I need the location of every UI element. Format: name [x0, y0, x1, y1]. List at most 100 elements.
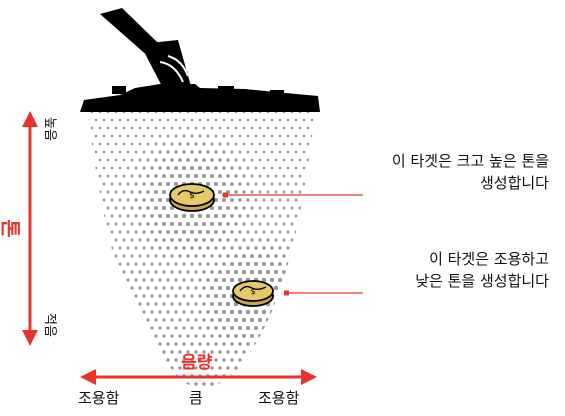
halftone-dot	[242, 382, 246, 386]
halftone-dot	[214, 150, 218, 154]
halftone-dot	[214, 262, 218, 266]
halftone-dot	[294, 134, 298, 138]
halftone-dot	[266, 366, 270, 370]
halftone-dot	[154, 174, 158, 178]
halftone-dot	[209, 173, 215, 179]
halftone-dot	[138, 270, 142, 274]
halftone-dot	[298, 270, 302, 274]
halftone-dot	[98, 112, 102, 114]
halftone-dot	[146, 302, 150, 306]
halftone-dot	[98, 238, 102, 242]
halftone-dot	[90, 190, 94, 194]
halftone-dot	[226, 334, 230, 338]
halftone-dot	[166, 326, 170, 330]
halftone-dot	[250, 222, 254, 226]
halftone-dot	[234, 158, 238, 162]
halftone-dot	[237, 261, 243, 267]
halftone-dot	[178, 382, 182, 386]
halftone-dot	[118, 230, 122, 234]
halftone-dot	[158, 310, 162, 314]
halftone-dot	[230, 214, 234, 218]
halftone-dot	[142, 182, 146, 186]
halftone-dot	[182, 294, 186, 298]
halftone-dot	[106, 174, 110, 178]
halftone-dot	[246, 390, 250, 394]
halftone-dot	[146, 238, 150, 242]
halftone-dot	[134, 166, 138, 170]
halftone-dot	[110, 246, 114, 250]
halftone-dot	[281, 301, 287, 307]
halftone-dot	[146, 142, 150, 146]
halftone-dot	[90, 286, 94, 290]
halftone-dot	[158, 166, 162, 170]
halftone-dot	[138, 254, 142, 258]
halftone-dot	[314, 334, 315, 338]
halftone-dot	[150, 246, 154, 250]
halftone-dot	[282, 190, 286, 194]
halftone-dot	[146, 318, 150, 322]
halftone-dot	[298, 222, 302, 226]
halftone-dot	[250, 382, 254, 386]
halftone-dot	[190, 342, 194, 346]
halftone-dot	[146, 366, 150, 370]
halftone-dot	[154, 142, 158, 146]
halftone-dot	[158, 326, 162, 330]
halftone-dot	[150, 150, 154, 154]
halftone-dot	[88, 278, 90, 282]
halftone-dot	[258, 158, 262, 162]
halftone-dot	[202, 302, 206, 306]
halftone-dot	[234, 190, 238, 194]
halftone-dot	[170, 334, 174, 338]
halftone-dot	[234, 238, 238, 242]
halftone-dot	[182, 118, 186, 122]
halftone-dot	[94, 278, 98, 282]
halftone-dot	[202, 158, 206, 162]
halftone-dot	[158, 358, 162, 362]
halftone-dot	[186, 142, 190, 146]
halftone-dot	[214, 118, 218, 122]
halftone-dot	[310, 278, 314, 282]
halftone-dot	[319, 231, 322, 234]
halftone-dot	[282, 350, 286, 354]
halftone-dot	[273, 269, 279, 275]
halftone-dot	[186, 334, 190, 338]
halftone-dot	[290, 190, 294, 194]
halftone-dot	[218, 158, 222, 162]
halftone-dot	[166, 278, 170, 282]
halftone-dot	[178, 238, 182, 242]
halftone-dot	[262, 182, 266, 186]
halftone-dot	[206, 342, 210, 346]
halftone-dot	[238, 390, 242, 394]
halftone-dot	[166, 166, 170, 170]
halftone-dot	[114, 158, 118, 162]
halftone-dot	[142, 230, 146, 234]
halftone-dot	[98, 286, 102, 290]
halftone-dot	[302, 166, 306, 170]
halftone-dot	[266, 222, 270, 226]
halftone-dot	[146, 382, 150, 386]
halftone-dot	[122, 302, 126, 306]
halftone-dot	[306, 112, 310, 114]
halftone-dot	[269, 277, 275, 283]
volume-right-label: 조용함	[258, 389, 300, 407]
halftone-dot	[166, 134, 170, 138]
halftone-dot	[162, 112, 166, 114]
halftone-dot	[221, 293, 227, 299]
halftone-dot	[110, 150, 114, 154]
halftone-dot	[186, 366, 190, 370]
halftone-dot	[298, 174, 302, 178]
halftone-dot	[82, 334, 85, 337]
halftone-dot	[238, 150, 242, 154]
halftone-dot	[110, 326, 114, 330]
halftone-dot	[290, 126, 294, 130]
halftone-dot	[150, 262, 154, 266]
halftone-dot	[83, 175, 86, 178]
halftone-dot	[158, 182, 162, 186]
halftone-dot	[114, 302, 118, 306]
halftone-dot	[238, 358, 242, 362]
halftone-dot	[198, 358, 202, 362]
halftone-dot	[237, 325, 243, 331]
halftone-dot	[298, 112, 302, 114]
halftone-dot	[186, 126, 190, 130]
halftone-dot	[98, 174, 102, 178]
